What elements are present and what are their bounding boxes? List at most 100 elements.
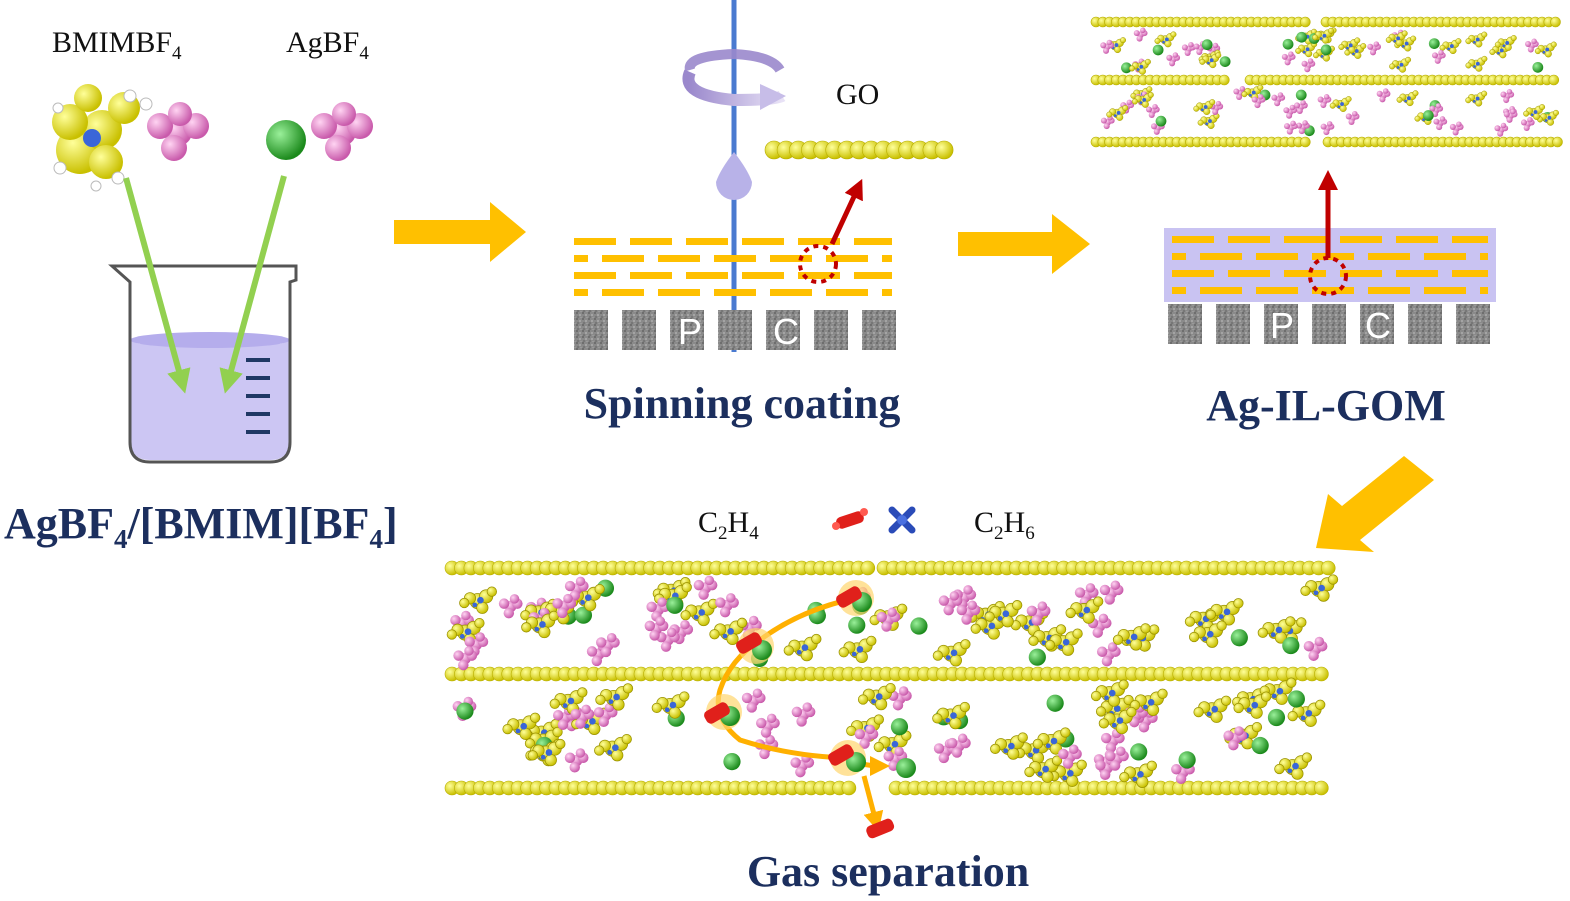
bf4-anion [1376,88,1391,103]
bf4-anion [1520,116,1535,131]
support-letter-c: C [773,311,799,352]
rotation-arrow-icon [682,48,786,110]
green-arrow-silver-salt [219,175,287,394]
go-flake [1200,287,1242,294]
go-bead [1552,136,1563,148]
bmim-cation [1197,113,1220,129]
silver-ion-atom [266,120,306,160]
go-bead [1219,74,1230,86]
silver-ion [456,702,474,720]
bmim-cation [1049,759,1087,787]
go-flake [1172,253,1186,260]
go-flake [1340,236,1382,243]
bmim-cation [1465,90,1488,107]
silver-ion [1028,648,1046,666]
go-bead [1550,16,1561,28]
silver-ion [848,616,866,634]
bmim-cation [1385,30,1408,47]
flow-arrow-1 [394,202,526,262]
bf4-anion [644,616,669,641]
bmim-cation [932,639,971,667]
bf4-anion [1145,103,1160,118]
support-block [766,310,800,350]
bmim-cation [1329,96,1352,112]
support-block [1408,304,1442,344]
bf4-anion [756,713,780,738]
support-block [670,310,704,350]
bf4-anion [715,593,739,618]
bmim-cation [1465,55,1488,72]
go-flake [1172,236,1214,243]
go-flake [882,289,892,296]
go-flake [742,238,784,245]
membrane-pc-support [1168,304,1490,344]
bmim-cation [595,683,634,711]
silver-ion [574,606,593,624]
go-flake [1256,253,1298,260]
bmim-cation [1024,755,1063,783]
zoom-arrow [829,178,863,246]
bf4-anion [854,724,879,749]
go-flake [686,272,728,279]
bmim-cation [857,682,896,711]
bf4-anion [498,594,523,619]
bmim-cation [1044,628,1083,656]
bf4-anion-molecule [147,102,209,161]
silver-ion [1428,38,1440,50]
bmim-cation [838,635,877,664]
bmim-cation [1193,99,1216,115]
bf4-anion [1494,122,1509,137]
silver-ion [1532,61,1544,73]
bf4-anion [1096,642,1121,667]
bmim-cation [1065,596,1104,624]
bf4-anion [1317,94,1332,109]
go-flake [1284,236,1326,243]
go-flake [1396,270,1438,277]
membrane-layer-stack [1172,236,1488,294]
go-flake [574,255,588,262]
go-flake [1452,236,1488,243]
bmim-cation [1257,616,1296,644]
bmim-cation [1090,679,1129,707]
bf4-anion [1100,39,1115,54]
green-arrow-ionic-liquid [123,177,191,394]
go-flake [574,272,616,279]
ethylene-molecule-icon [832,508,868,530]
ethane-molecule-icon [888,506,916,534]
bf4-anion [1223,726,1248,751]
go-flake [1396,236,1438,243]
support-block [622,310,656,350]
support-block [1360,304,1394,344]
go-flake [798,272,840,279]
bmim-cation [1188,620,1227,648]
go-flake [1368,253,1410,260]
bmim-cation [990,732,1028,760]
go-flake [1200,253,1242,260]
go-flake [1312,253,1354,260]
bf4-anion [938,591,963,616]
bf4-anion [646,597,671,622]
silver-ion [1295,89,1307,101]
bmim-cation [1389,56,1412,73]
support-block [1168,304,1202,344]
beaker-caption: AgBF4/[BMIM][BF4] [4,499,398,554]
bf4-anion-molecule-2 [311,102,373,161]
bmim-cation [1523,104,1546,120]
go-flake [1228,270,1270,277]
support-block [1216,304,1250,344]
silver-ion [666,596,684,614]
flow-arrow-3 [1316,456,1434,552]
gas-separation-caption: Gas separation [747,847,1029,896]
bmim-cation [1129,58,1151,75]
bf4-anion [1105,746,1129,771]
bf4-anion [1345,110,1360,125]
bmim-cation [680,598,719,627]
support-block [1456,304,1490,344]
membrane-caption: Ag-IL-GOM [1206,381,1446,430]
bmim-cation [1112,623,1151,651]
go-flake [882,255,892,262]
go-flake [770,289,812,296]
bf4-anion [1503,108,1518,123]
